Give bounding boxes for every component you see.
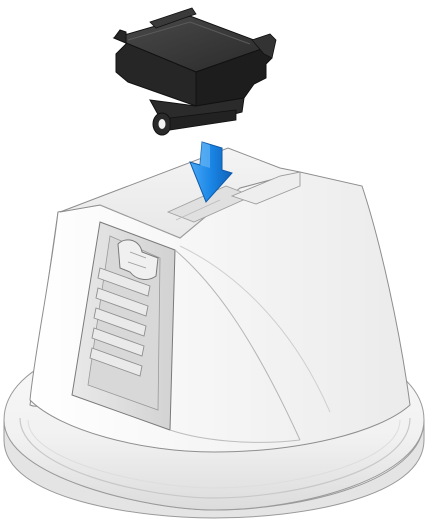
mount-body	[30, 148, 410, 452]
black-clip-icon	[114, 8, 276, 135]
